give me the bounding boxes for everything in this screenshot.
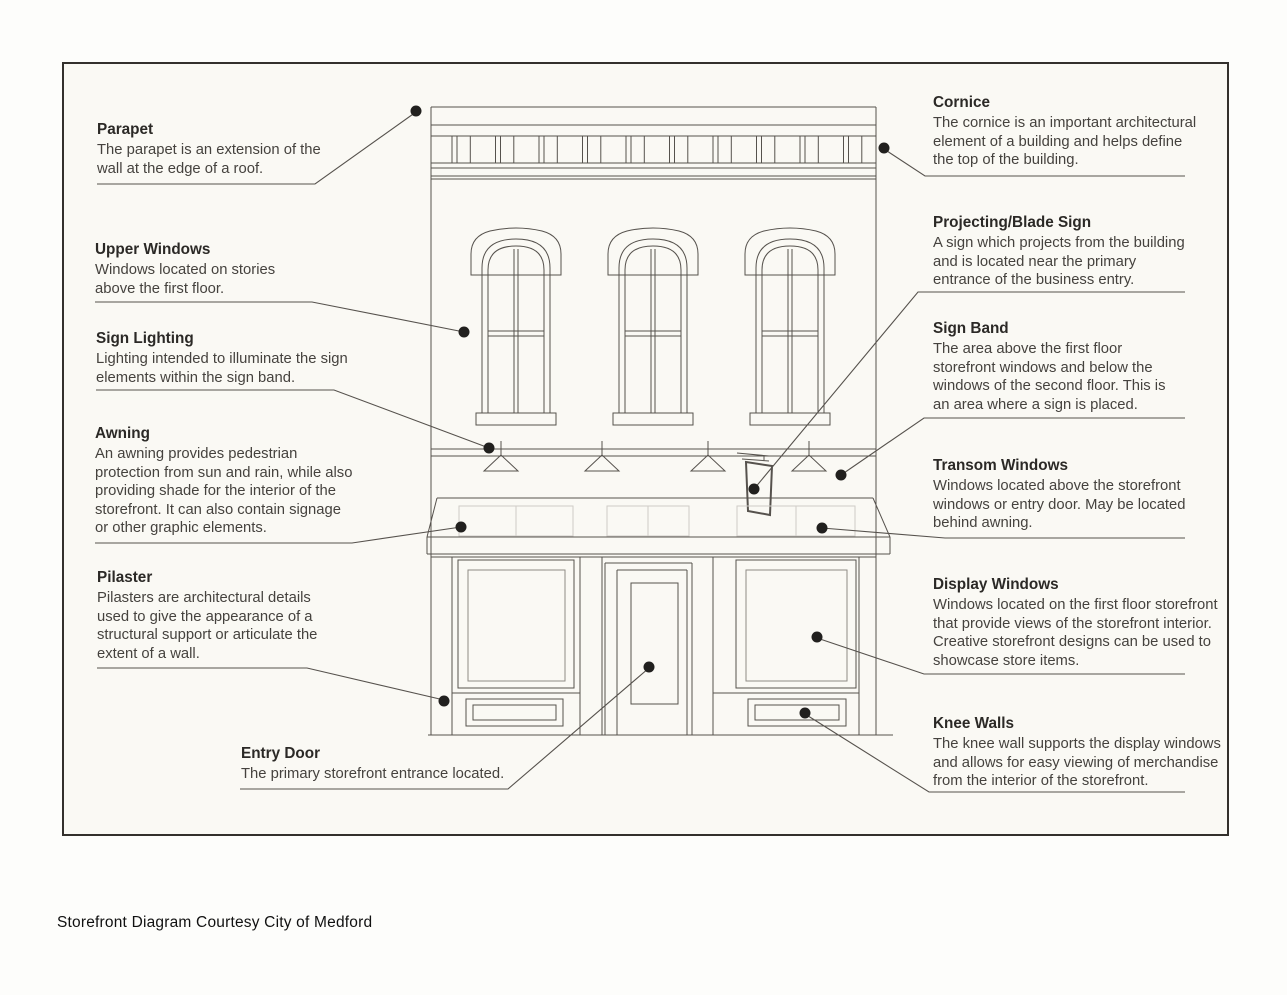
label-parapet-body: The parapet is an extension of the wall … (97, 142, 321, 177)
callout-dot-entry-door (643, 661, 655, 673)
label-display-windows-title: Display Windows (933, 576, 1059, 593)
callout-dot-pilaster (438, 695, 450, 707)
label-entry-door-title: Entry Door (241, 745, 321, 762)
callout-dot-upper-windows (458, 326, 470, 338)
blade-sign-drawing (736, 452, 774, 517)
label-awning: Awning An awning provides pedestrian pro… (95, 425, 353, 537)
cornice-drawing (431, 124, 876, 180)
callout-dot-transom-windows (816, 522, 828, 534)
label-transom-windows: Transom Windows Windows located above th… (933, 457, 1197, 533)
label-entry-door: Entry Door The primary storefront entran… (241, 745, 533, 784)
building-facade-outline (430, 106, 877, 735)
label-pilaster-title: Pilaster (97, 569, 153, 586)
storefront-drawing (428, 556, 893, 736)
sign-lighting-fixtures (482, 441, 828, 472)
label-sign-lighting-body: Lighting intended to illuminate the sign… (96, 351, 348, 386)
callout-dot-knee-walls (799, 707, 811, 719)
label-projecting-blade-sign-title: Projecting/Blade Sign (933, 214, 1092, 231)
label-knee-walls: Knee Walls The knee wall supports the di… (933, 715, 1221, 791)
display-window-left (457, 559, 575, 689)
label-awning-title: Awning (95, 425, 150, 442)
diagram-caption: Storefront Diagram Courtesy City of Medf… (57, 914, 373, 931)
awning-drawing (426, 497, 891, 555)
transom-windows-drawing (458, 505, 856, 537)
label-sign-band-body: The area above the first floor storefron… (933, 341, 1166, 413)
label-transom-windows-body: Windows located above the storefront win… (933, 478, 1186, 532)
knee-wall-right (747, 698, 847, 727)
label-upper-windows-title: Upper Windows (95, 241, 211, 258)
callout-dot-display-windows (811, 631, 823, 643)
label-display-windows: Display Windows Windows located on the f… (933, 576, 1223, 670)
label-upper-windows-body: Windows located on stories above the fir… (95, 262, 276, 297)
callout-dot-cornice (878, 142, 890, 154)
entry-door-drawing (604, 562, 693, 735)
label-pilaster-body: Pilasters are architectural details used… (97, 590, 318, 662)
cornice-dentils (451, 136, 863, 163)
callout-dots (410, 105, 890, 719)
label-cornice-body: The cornice is an important architectura… (933, 115, 1197, 169)
label-entry-door-body: The primary storefront entrance located. (241, 766, 505, 783)
label-upper-windows: Upper Windows Windows located on stories… (95, 241, 313, 298)
label-sign-band-title: Sign Band (933, 320, 1009, 337)
label-pilaster: Pilaster Pilasters are architectural det… (97, 569, 347, 663)
upper-windows-drawing (470, 227, 836, 426)
label-sign-lighting: Sign Lighting Lighting intended to illum… (96, 330, 352, 387)
label-parapet-title: Parapet (97, 121, 154, 138)
callout-dot-sign-band (835, 469, 847, 481)
callout-dot-parapet (410, 105, 422, 117)
label-knee-walls-body: The knee wall supports the display windo… (933, 736, 1221, 790)
label-projecting-blade-sign: Projecting/Blade Sign A sign which proje… (933, 214, 1191, 290)
callout-dot-blade-sign (748, 483, 760, 495)
sign-band-drawing (431, 448, 876, 457)
label-projecting-blade-sign-body: A sign which projects from the building … (933, 235, 1185, 289)
knee-wall-left (465, 698, 564, 727)
label-sign-band: Sign Band The area above the first floor… (933, 320, 1183, 414)
label-sign-lighting-title: Sign Lighting (96, 330, 194, 347)
callout-lines (95, 111, 1185, 793)
display-window-right (735, 559, 857, 689)
callout-dot-sign-lighting (483, 442, 495, 454)
label-cornice-title: Cornice (933, 94, 990, 111)
label-awning-body: An awning provides pedestrian protection… (95, 446, 353, 537)
label-knee-walls-title: Knee Walls (933, 715, 1015, 732)
callout-dot-awning (455, 521, 467, 533)
label-display-windows-body: Windows located on the first floor store… (933, 597, 1218, 669)
label-transom-windows-title: Transom Windows (933, 457, 1068, 474)
label-parapet: Parapet The parapet is an extension of t… (97, 121, 329, 178)
label-cornice: Cornice The cornice is an important arch… (933, 94, 1197, 170)
